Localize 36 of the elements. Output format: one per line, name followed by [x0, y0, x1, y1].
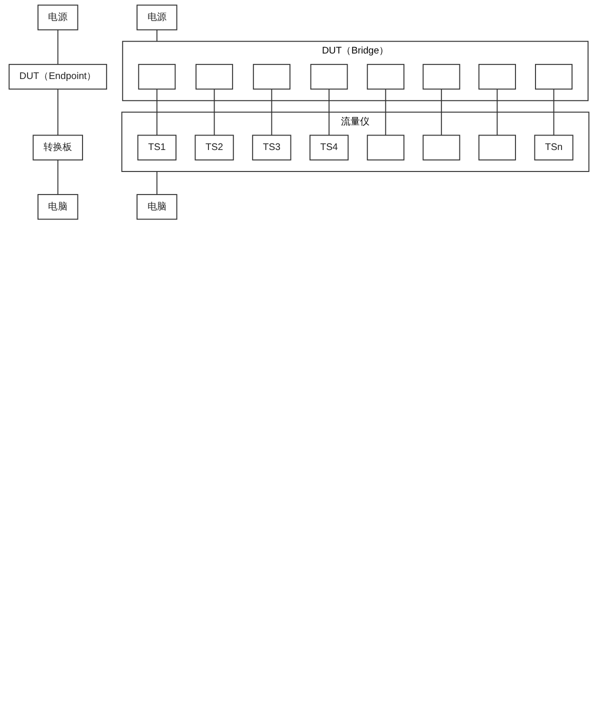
connector [156, 29, 158, 42]
node-box: TSn [534, 134, 574, 160]
connector [156, 88, 158, 136]
node-box: 电源 [38, 4, 78, 30]
node-box [196, 64, 234, 90]
node-box [366, 64, 404, 90]
connector [57, 29, 58, 65]
connector [271, 88, 272, 136]
node-box: TS3 [252, 134, 292, 160]
connector [57, 88, 58, 136]
connector [440, 88, 442, 136]
connector [553, 88, 554, 136]
connector [156, 171, 158, 196]
connector [385, 88, 386, 136]
node-box: 电脑 [136, 194, 178, 220]
node-box [366, 134, 404, 160]
connector [328, 88, 330, 136]
connector [57, 159, 58, 196]
node-box [422, 64, 460, 90]
node-box: TS4 [310, 134, 349, 160]
node-box: TS1 [137, 134, 176, 160]
connector [496, 88, 498, 136]
node-box [310, 64, 348, 90]
node-box: 转换板 [32, 134, 84, 160]
node-box [252, 64, 290, 90]
node-box: 电脑 [38, 194, 78, 220]
connector [214, 88, 215, 136]
node-box [138, 64, 176, 90]
node-box [478, 64, 516, 90]
node-box [422, 134, 460, 160]
node-box: 电源 [136, 4, 178, 30]
node-box [535, 64, 573, 90]
node-box [478, 134, 516, 160]
cluster: DUT（Bridge） [122, 40, 589, 102]
node-box: DUT（Endpoint） [8, 64, 108, 90]
node-box: TS2 [194, 134, 234, 160]
